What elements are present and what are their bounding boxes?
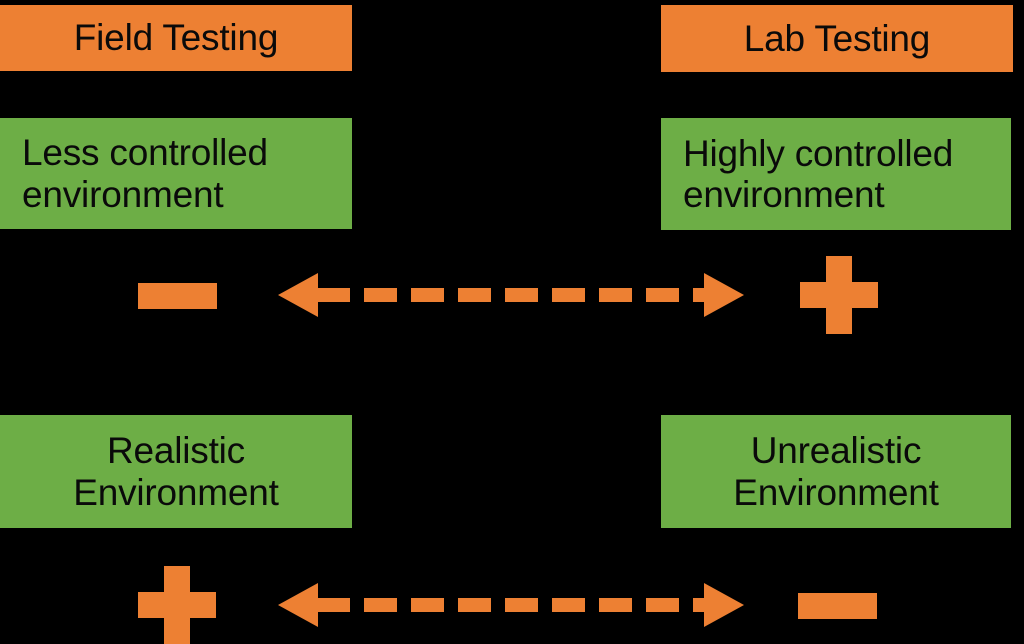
minus-sign-icon	[138, 283, 217, 309]
column-header-field-testing: Field Testing	[0, 5, 352, 71]
column-header-lab-testing: Lab Testing	[661, 5, 1013, 72]
attribute-box-less-controlled: Less controlled environment	[0, 118, 352, 229]
plus-sign-icon	[138, 566, 216, 644]
dashed-double-arrow-icon	[278, 265, 744, 325]
dashed-double-arrow-icon	[278, 575, 744, 635]
attribute-box-highly-controlled: Highly controlled environment	[661, 118, 1011, 230]
plus-vertical-bar	[164, 566, 190, 644]
attribute-box-unrealistic-environment: Unrealistic Environment	[661, 415, 1011, 528]
minus-sign-icon	[798, 593, 877, 619]
attribute-box-realistic-environment: Realistic Environment	[0, 415, 352, 528]
plus-vertical-bar	[826, 256, 852, 334]
plus-sign-icon	[800, 256, 878, 334]
